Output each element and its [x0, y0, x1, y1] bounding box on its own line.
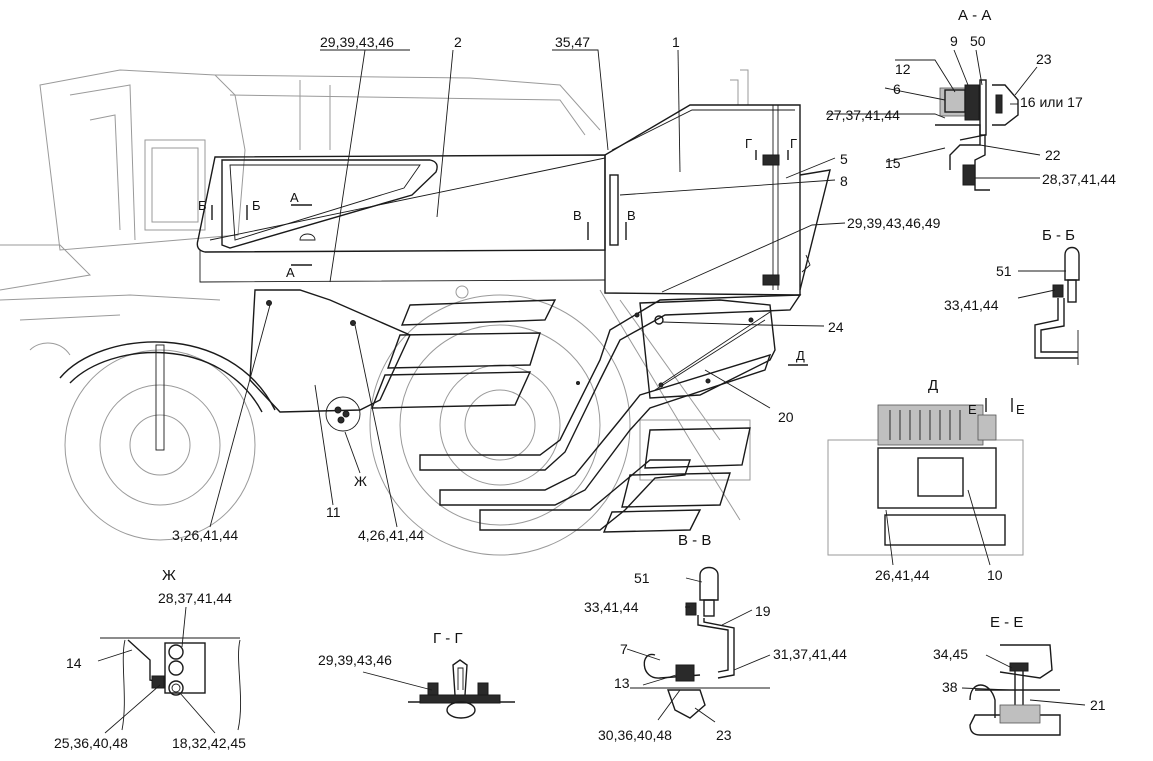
callout-29-39-43-46-49: 29,39,43,46,49 [847, 215, 941, 231]
gg-label-29-39-43-46: 29,39,43,46 [318, 652, 392, 668]
aa-label-23: 23 [1036, 51, 1052, 67]
callout-1: 1 [672, 34, 680, 50]
callout-3-26-41-44: 3,26,41,44 [172, 527, 238, 543]
aa-label-15: 15 [885, 155, 901, 171]
view-d-title: Д [928, 377, 938, 394]
section-g-g-title: Г - Г [433, 630, 463, 647]
callout-24: 24 [828, 319, 844, 335]
cut-mark-g-left: Г [745, 136, 752, 151]
vv-label-23: 23 [716, 727, 732, 743]
main-leader-lines [209, 49, 846, 528]
view-d-cut-e-left: Е [968, 402, 977, 417]
aa-label-27-37-41-44: 27,37,41,44 [826, 107, 900, 123]
ee-label-21: 21 [1090, 697, 1106, 713]
section-b-b-title: Б - Б [1042, 227, 1075, 244]
callout-35-47: 35,47 [555, 34, 590, 50]
section-e-e: Е - Е [961, 614, 1086, 736]
aa-label-9: 9 [950, 33, 958, 49]
section-a-a-title: А - А [958, 7, 991, 24]
detail-zh-title: Ж [162, 567, 176, 584]
aa-label-12: 12 [895, 61, 911, 77]
cut-mark-v-left: В [573, 208, 582, 223]
section-v-v: В - В [626, 532, 771, 723]
cut-mark-g-right: Г [790, 136, 797, 151]
vv-label-7: 7 [620, 641, 628, 657]
callout-4-26-41-44: 4,26,41,44 [358, 527, 424, 543]
vv-label-31-37-41-44: 31,37,41,44 [773, 646, 847, 662]
view-d-cut-e-right: Е [1016, 402, 1025, 417]
cut-mark-d: Д [796, 348, 805, 363]
vv-label-51: 51 [634, 570, 650, 586]
ee-label-38: 38 [942, 679, 958, 695]
aa-label-6: 6 [893, 81, 901, 97]
vv-label-33-41-44: 33,41,44 [584, 599, 639, 615]
section-g-g: Г - Г [362, 630, 515, 719]
zh-label-25-36-40-48: 25,36,40,48 [54, 735, 128, 751]
bb-label-51: 51 [996, 263, 1012, 279]
cut-mark-v-right: В [627, 208, 636, 223]
callout-5: 5 [840, 151, 848, 167]
cut-mark-a-top: А [290, 190, 299, 205]
section-a-a: А - А [826, 7, 1041, 191]
aa-label-22: 22 [1045, 147, 1061, 163]
section-v-v-title: В - В [678, 532, 711, 549]
bb-label-33-41-44: 33,41,44 [944, 297, 999, 313]
callout-2: 2 [454, 34, 462, 50]
zh-label-28-37-41-44: 28,37,41,44 [158, 590, 232, 606]
zh-label-18-32-42-45: 18,32,42,45 [172, 735, 246, 751]
callout-11: 11 [326, 504, 341, 520]
ee-label-34-45: 34,45 [933, 646, 968, 662]
view-d: Д [827, 377, 1024, 566]
zh-label-14: 14 [66, 655, 82, 671]
combine-background [0, 69, 751, 556]
section-b-b: Б - Б [1017, 227, 1080, 365]
callout-20: 20 [778, 409, 794, 425]
cut-mark-a-bottom: А [286, 265, 295, 280]
vv-label-30-36-40-48: 30,36,40,48 [598, 727, 672, 743]
panels-foreground [196, 104, 831, 533]
aa-label-28-37-41-44: 28,37,41,44 [1042, 171, 1116, 187]
vv-label-19: 19 [755, 603, 771, 619]
cut-mark-b-left: Б [198, 198, 207, 213]
section-e-e-title: Е - Е [990, 614, 1023, 631]
callout-8: 8 [840, 173, 848, 189]
detail-zh-marker: Ж [354, 473, 367, 489]
aa-label-50: 50 [970, 33, 986, 49]
detail-zh: Ж [97, 567, 242, 734]
cut-mark-b-right: Б [252, 198, 261, 213]
callout-29-39-43-46-top: 29,39,43,46 [320, 34, 394, 50]
callout-26-41-44: 26,41,44 [875, 567, 930, 583]
vv-label-13: 13 [614, 675, 630, 691]
aa-label-16-or-17: 16 или 17 [1020, 94, 1083, 110]
callout-10: 10 [987, 567, 1003, 583]
